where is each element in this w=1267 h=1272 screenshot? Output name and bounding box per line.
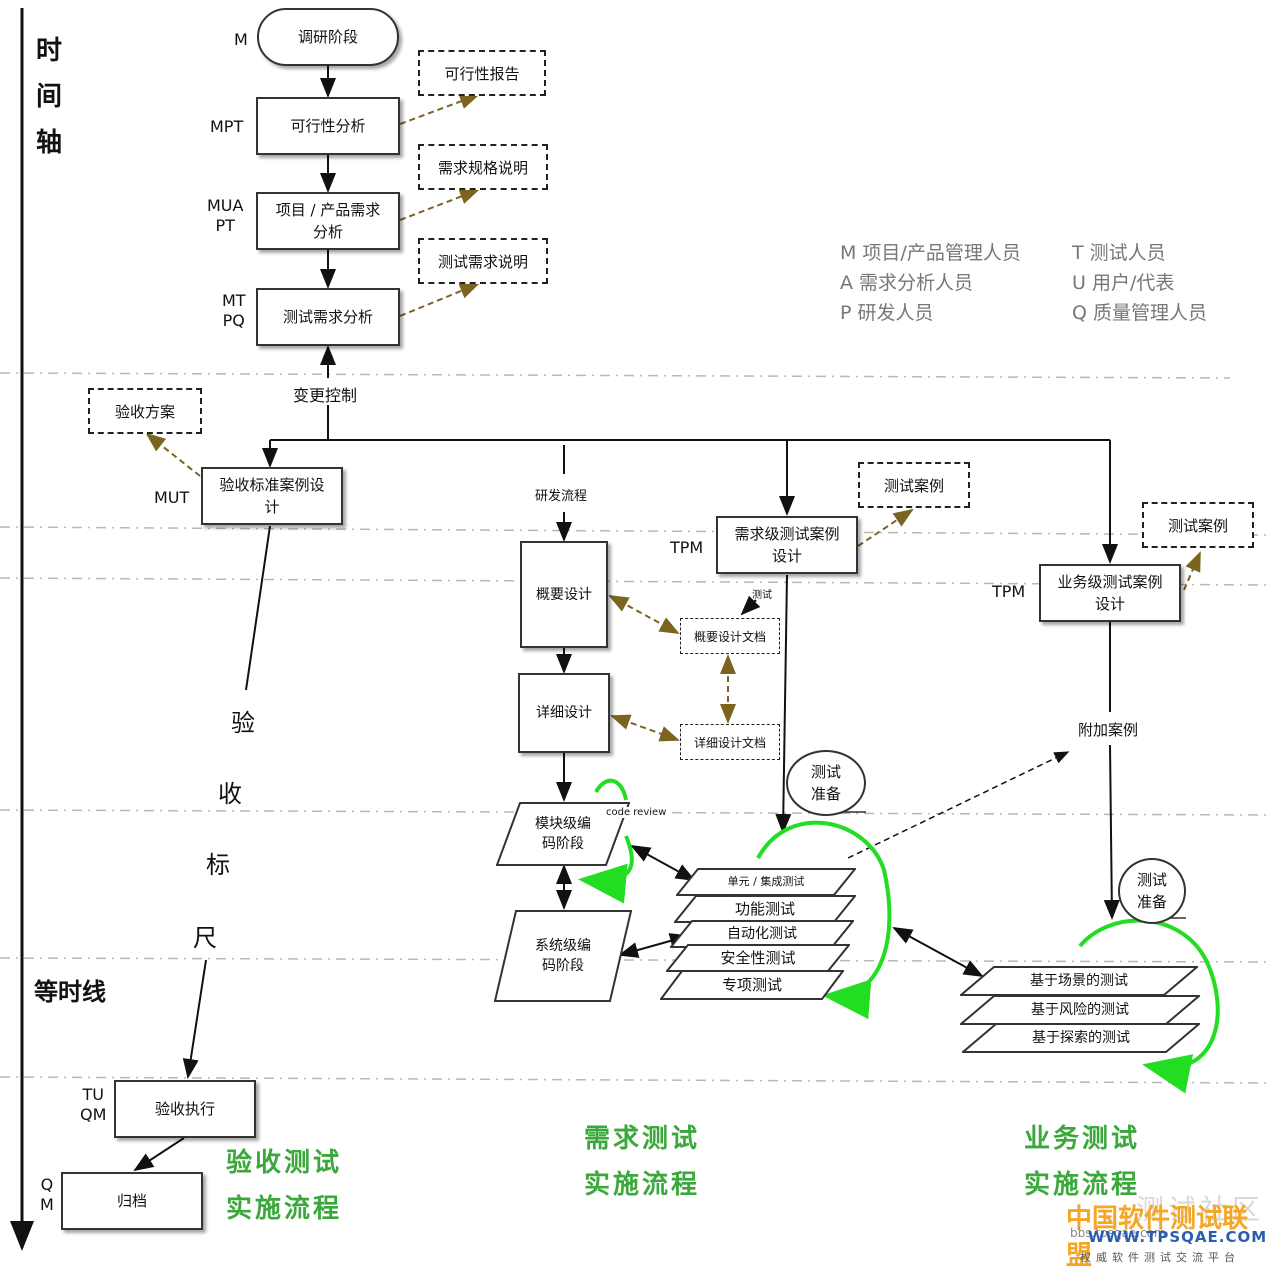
req-layer: 专项测试 (660, 970, 844, 1000)
watermark-community: 测试社区 (1136, 1193, 1265, 1226)
ruler-char: 收 (218, 780, 242, 808)
role-label: TPM (670, 538, 704, 557)
legend-item: U 用户/代表 (1072, 272, 1175, 294)
test-req-spec-doc: 测试需求说明 (418, 238, 548, 284)
legend-item: P 研发人员 (840, 302, 934, 324)
system-coding-stage: 系统级编码阶段 (494, 910, 632, 1002)
axis-char: 间 (36, 82, 63, 112)
biz-layer: 基于场景的测试 (960, 966, 1198, 996)
change-control-label: 变更控制 (293, 386, 358, 405)
feasibility-analysis: 可行性分析 (256, 97, 400, 155)
req-layer: 功能测试 (674, 895, 856, 923)
watermark-sub: bbs.tpsqae.com (1070, 1226, 1166, 1240)
req-layer: 安全性测试 (666, 944, 850, 972)
biz-layer: 基于风险的测试 (960, 995, 1200, 1025)
watermark-url: WWW.TPSQAE.COM (1088, 1228, 1267, 1246)
equal-time-line-label: 等时线 (34, 978, 106, 1006)
test-tag: 测试 (752, 590, 772, 601)
req-analysis: 项目 / 产品需求分析 (256, 192, 400, 250)
dev-process-label: 研发流程 (535, 485, 588, 504)
biz-test-flow-title: 业务测试实施流程 (1024, 1124, 1141, 1200)
req-spec-doc: 需求规格说明 (418, 144, 548, 190)
axis-title: 时 间 轴 (36, 28, 62, 166)
legend-item: M 项目/产品管理人员 (840, 242, 1021, 264)
lane-line (0, 577, 1267, 586)
watermark-brand: 中国软件测试联盟 (1066, 1204, 1249, 1271)
acceptance-plan-doc: 验收方案 (88, 388, 202, 434)
role-label: TPM (992, 582, 1026, 601)
biz-test-cases-doc: 测试案例 (1142, 502, 1254, 548)
archive: 归档 (61, 1172, 203, 1230)
feasibility-report-doc: 可行性报告 (418, 50, 546, 96)
ruler-char: 尺 (193, 924, 217, 952)
ruler-char: 验 (231, 709, 255, 737)
detail-design-doc: 详细设计文档 (680, 724, 780, 760)
biz-test-prep: 测试准备 (1118, 858, 1186, 924)
extra-cases-label: 附加案例 (1078, 721, 1139, 739)
detail-design: 详细设计 (518, 673, 610, 753)
research-stage: 调研阶段 (257, 8, 399, 66)
req-test-cases-doc: 测试案例 (858, 462, 970, 508)
legend-right: T 测试人员 U 用户/代表 Q 质量管理人员 (1072, 238, 1207, 328)
module-coding-stage: 模块级编码阶段 (496, 802, 630, 866)
lane-line (0, 526, 1267, 536)
req-layer: 单元 / 集成测试 (676, 868, 856, 896)
acceptance-execute: 验收执行 (114, 1080, 256, 1138)
req-test-flow-title: 需求测试实施流程 (584, 1124, 701, 1200)
acceptance-flow-title: 验收测试实施流程 (226, 1148, 343, 1224)
legend-left: M 项目/产品管理人员 A 需求分析人员 P 研发人员 (840, 238, 1021, 328)
req-test-case-design: 需求级测试案例设计 (716, 516, 858, 574)
watermark-tagline: 权威软件测试交流平台 (1080, 1251, 1240, 1264)
legend-item: T 测试人员 (1072, 242, 1166, 264)
acceptance-case-design: 验收标准案例设计 (201, 467, 343, 525)
role-label: MPT (210, 117, 244, 136)
outline-design-doc: 概要设计文档 (680, 618, 780, 654)
role-label: M (234, 30, 248, 49)
legend-item: A 需求分析人员 (840, 272, 974, 294)
req-test-prep: 测试准备 (786, 750, 866, 816)
role-label: MUT (154, 488, 190, 507)
legend-item: Q 质量管理人员 (1072, 302, 1207, 324)
biz-test-case-design: 业务级测试案例设计 (1039, 564, 1181, 622)
axis-char: 时 (36, 36, 63, 66)
code-review-label: code review (606, 807, 667, 818)
test-req-analysis: 测试需求分析 (256, 288, 400, 346)
lane-line (0, 372, 1231, 379)
lane-line (0, 1076, 1267, 1084)
biz-layer: 基于探索的测试 (962, 1023, 1200, 1053)
outline-design: 概要设计 (520, 541, 608, 648)
axis-char: 轴 (36, 128, 63, 158)
lane-line (0, 957, 1267, 963)
ruler-char: 标 (206, 851, 230, 879)
